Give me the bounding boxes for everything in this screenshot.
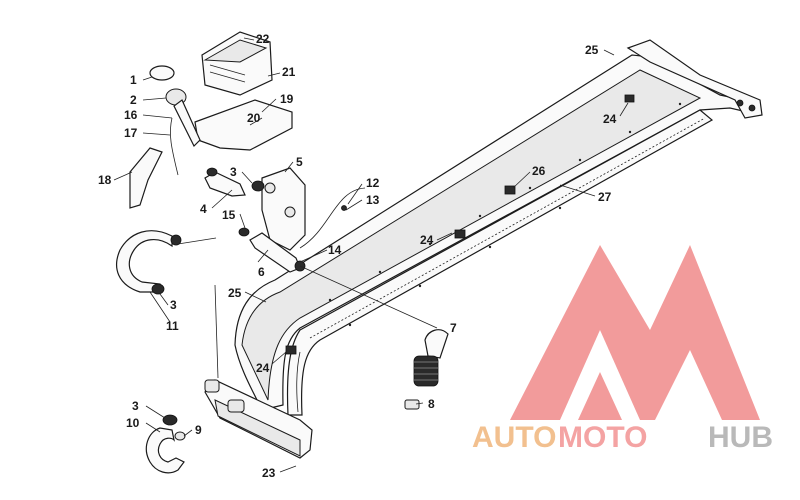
callout-26: 26	[532, 164, 546, 178]
clamp-3-lower	[162, 414, 178, 426]
callout-16: 16	[124, 108, 138, 122]
callout-7: 7	[450, 321, 457, 335]
callout-13: 13	[366, 193, 380, 207]
callout-18: 18	[98, 173, 112, 187]
cap-1	[149, 65, 175, 81]
callout-23: 23	[262, 466, 276, 480]
callout-24-right: 24	[603, 112, 617, 126]
callout-5: 5	[296, 155, 303, 169]
callout-2: 2	[130, 93, 137, 107]
bracket-18	[129, 147, 163, 209]
clip-24-low	[285, 345, 297, 355]
callout-27: 27	[598, 190, 612, 204]
hose-11	[116, 230, 173, 293]
bleed-hose-12	[299, 187, 366, 249]
callout-22: 22	[256, 32, 270, 46]
callout-21: 21	[282, 65, 296, 79]
callout-12: 12	[366, 176, 380, 190]
callout-8: 8	[428, 397, 435, 411]
clip-24-mid	[454, 229, 466, 239]
callout-17: 17	[124, 126, 138, 140]
callout-14: 14	[328, 243, 342, 257]
clip-24-top	[624, 94, 635, 103]
callout-25-left: 25	[228, 286, 242, 300]
callout-20: 20	[247, 111, 261, 125]
callout-1: 1	[130, 73, 137, 87]
heat-exchanger-rail	[204, 39, 763, 459]
hose-10	[145, 427, 185, 474]
fitting-9	[174, 431, 186, 441]
callout-25-right: 25	[585, 43, 599, 57]
callout-6: 6	[258, 265, 265, 279]
boot-8	[404, 355, 439, 410]
overflow-hose-17	[170, 117, 179, 176]
wordmark-moto: MOTO	[558, 421, 647, 454]
callout-4: 4	[200, 202, 207, 216]
callout-11: 11	[166, 319, 179, 333]
automotohub-logo	[510, 245, 760, 420]
bottle-bracket	[194, 99, 293, 151]
callout-15: 15	[222, 208, 236, 222]
callout-10: 10	[126, 416, 140, 430]
callout-3-top: 3	[230, 165, 237, 179]
callout-19: 19	[280, 92, 294, 106]
wordmark-auto: AUTO	[472, 421, 556, 454]
clip-26	[504, 185, 516, 195]
coolant-bottle	[201, 31, 273, 96]
wordmark-hub: HUB	[708, 421, 773, 454]
callout-3-mid: 3	[170, 298, 177, 312]
callout-9: 9	[195, 423, 202, 437]
callout-labels: 1 2 16 17 18 4 3 5 15 6 14 12 13 22 21 1…	[98, 32, 617, 480]
callout-24-mid: 24	[420, 233, 434, 247]
automotohub-wordmark: AUTO MOTO HUB	[472, 421, 773, 454]
callout-24-left: 24	[256, 361, 270, 375]
hose-7	[424, 329, 449, 359]
callout-3-low: 3	[132, 399, 139, 413]
